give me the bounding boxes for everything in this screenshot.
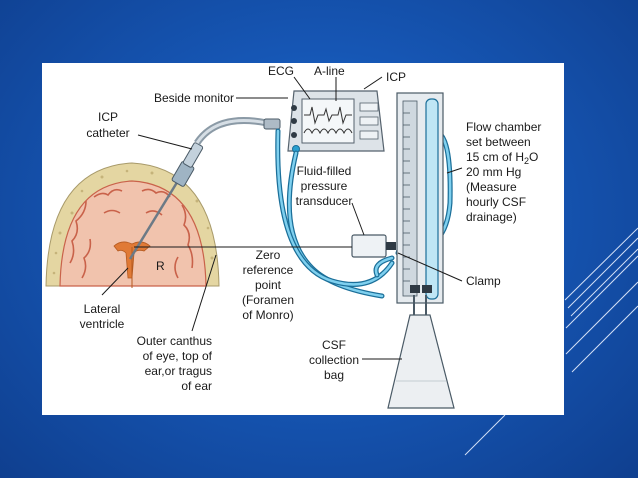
icp-monitoring-diagram: R	[45, 64, 542, 409]
label-zero-ref-5: of Monro)	[242, 308, 293, 322]
label-icp-catheter-1: ICP	[98, 110, 118, 124]
label-lateral-ventricle-2: ventricle	[80, 317, 125, 331]
label-flow-chamber-1: Flow chamber	[466, 120, 541, 134]
label-csf-bag-1: CSF	[322, 338, 346, 352]
label-outer-canthus-2: of eye, top of	[143, 349, 213, 363]
icp-catheter	[128, 117, 281, 260]
label-zero-ref-4: (Foramen	[242, 293, 294, 307]
label-icp-top: ICP	[386, 70, 406, 84]
head-cross-section: R	[45, 162, 220, 288]
label-ecg: ECG	[268, 64, 294, 78]
label-fluid-filled-1: Fluid-filled	[297, 164, 352, 178]
label-lateral-ventricle-1: Lateral	[84, 302, 121, 316]
label-zero-ref-3: point	[255, 278, 282, 292]
label-csf-bag-3: bag	[324, 368, 344, 382]
label-fluid-filled-2: pressure	[301, 179, 348, 193]
label-flow-chamber-6: hourly CSF	[466, 195, 526, 209]
label-flow-chamber-7: drainage)	[466, 210, 517, 224]
labels: ECG A-line ICP Beside monitor ICP cathet…	[80, 64, 542, 393]
label-zero-ref-2: reference	[243, 263, 294, 277]
label-beside-monitor: Beside monitor	[154, 91, 234, 105]
label-fluid-filled-3: transducer	[296, 194, 353, 208]
label-zero-ref-1: Zero	[256, 248, 281, 262]
label-flow-chamber-2: set between	[466, 135, 531, 149]
label-outer-canthus-1: Outer canthus	[137, 334, 212, 348]
leader-lines	[101, 76, 463, 360]
r-marker: R	[156, 259, 165, 273]
label-icp-catheter-2: catheter	[86, 126, 129, 140]
label-flow-chamber-5: (Measure	[466, 180, 517, 194]
label-flow-chamber-4: 20 mm Hg	[466, 165, 521, 179]
diagram-panel: R	[42, 63, 564, 415]
flow-chamber	[396, 92, 444, 304]
label-outer-canthus-3: ear,or tragus	[145, 364, 212, 378]
bedside-monitor	[287, 90, 385, 153]
label-flow-chamber-3: 15 cm of H2O	[466, 150, 538, 166]
csf-collection-bag	[387, 285, 455, 409]
label-a-line: A-line	[314, 64, 345, 78]
label-outer-canthus-4: of ear	[181, 379, 212, 393]
label-csf-bag-2: collection	[309, 353, 359, 367]
label-clamp: Clamp	[466, 274, 501, 288]
pressure-transducer	[351, 234, 396, 258]
